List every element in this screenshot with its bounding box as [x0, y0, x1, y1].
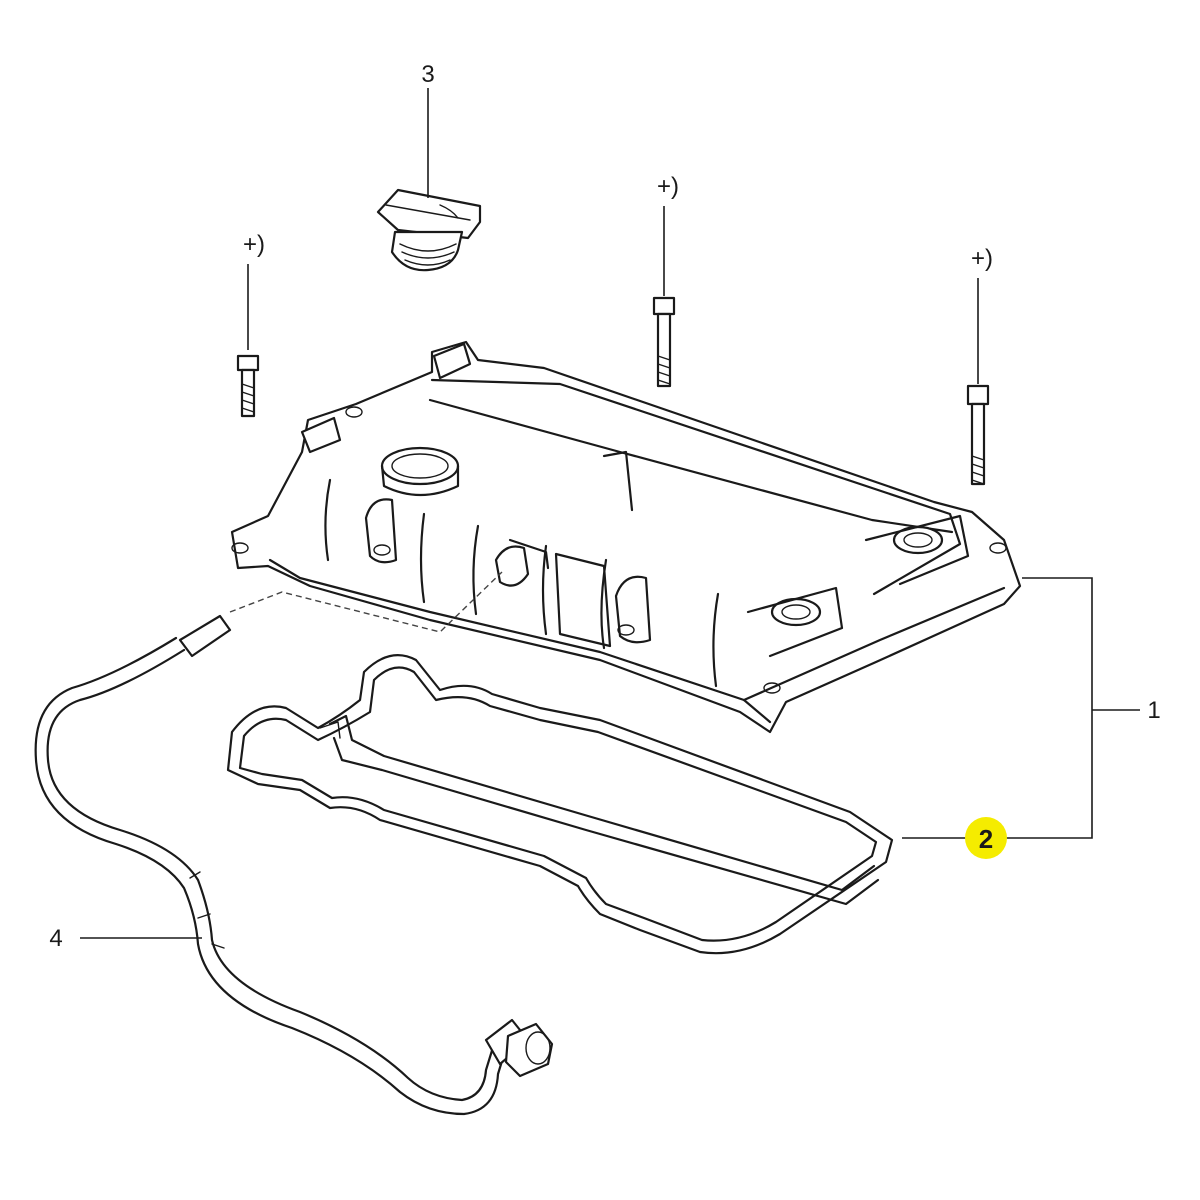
callout-label-1: 1: [1147, 697, 1160, 724]
bolt-left[interactable]: [236, 264, 260, 418]
alignment-dashed-line: [229, 571, 503, 633]
callout-highlight-2: [965, 817, 1007, 859]
callout-label-bolt-right: +): [971, 245, 993, 272]
bolt-middle[interactable]: [652, 206, 676, 388]
valve-cover[interactable]: [230, 340, 1022, 734]
valve-cover-gasket[interactable]: [226, 654, 894, 955]
bolt-right[interactable]: [966, 278, 990, 486]
callout-label-bolt-middle: +): [657, 173, 679, 200]
callout-label-4: 4: [49, 925, 62, 952]
breather-hose[interactable]: [34, 614, 554, 1116]
oil-filler-cap[interactable]: [376, 188, 482, 272]
callout-label-bolt-left: +): [243, 231, 265, 258]
callout-label-2: 2: [979, 824, 993, 854]
leader-bracket-1: [1006, 577, 1093, 839]
callout-label-3: 3: [421, 61, 434, 88]
